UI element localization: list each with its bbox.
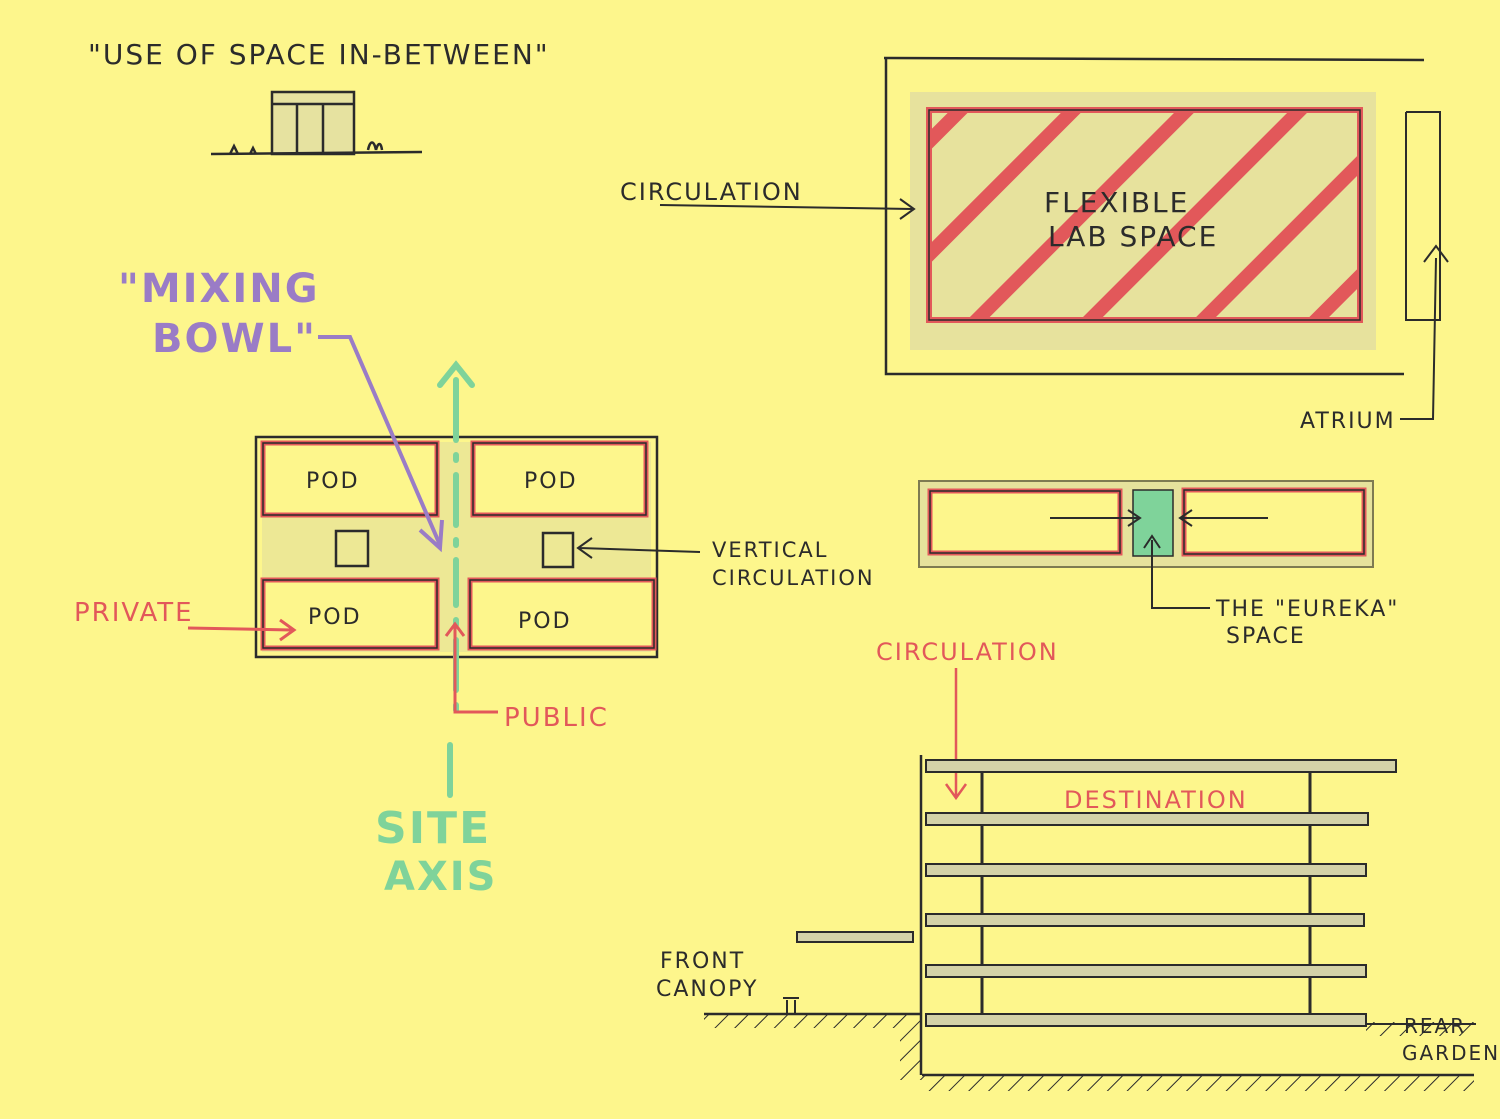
building-section: CIRCULATION DESTINATION FRONT CANOPY REA… <box>656 638 1500 1091</box>
site-axis-label: SITE <box>375 803 491 854</box>
mixing-bowl-label: "MIXING <box>118 266 320 312</box>
front-canopy <box>796 931 914 943</box>
eureka-plan: THE "EUREKA" SPACE <box>918 480 1399 649</box>
eureka-leader <box>1143 534 1210 609</box>
pod-bottom-right <box>467 577 657 651</box>
core-right <box>541 531 575 569</box>
front-canopy-label: FRONT <box>660 949 745 974</box>
section-circulation-label: CIRCULATION <box>876 638 1059 666</box>
floor-slab <box>925 1013 1367 1027</box>
front-canopy-label: CANOPY <box>656 977 758 1002</box>
floor-slab <box>925 964 1367 978</box>
flexible-lab-space <box>929 110 1360 320</box>
eureka-label: THE "EUREKA" <box>1215 597 1399 622</box>
floor-slab <box>925 863 1367 877</box>
public-label: PUBLIC <box>504 703 609 733</box>
private-label: PRIVATE <box>74 598 194 628</box>
mixing-bowl-arrow <box>318 335 442 546</box>
floor-slab <box>925 759 1397 773</box>
pod-label: POD <box>306 469 360 494</box>
vertical-circulation-leader <box>576 537 701 559</box>
eureka-label: SPACE <box>1226 624 1306 649</box>
mixing-bowl-label: BOWL" <box>152 316 317 362</box>
basement-hatch <box>922 1075 1474 1091</box>
lab-circulation-label: CIRCULATION <box>620 178 803 206</box>
pod-label: POD <box>524 469 578 494</box>
lab-plan: FLEXIBLE LAB SPACE CIRCULATION ATRIUM <box>620 56 1449 434</box>
basement-hatch <box>900 1028 922 1080</box>
floor-slab <box>925 812 1369 826</box>
page-title: "USE OF SPACE IN-BETWEEN" <box>88 38 550 71</box>
floor-slab <box>925 913 1365 927</box>
title-elevation-icon <box>210 90 423 156</box>
private-arrow <box>187 618 297 642</box>
vertical-circulation-label: VERTICAL <box>712 538 828 562</box>
site-axis-label: AXIS <box>384 854 498 900</box>
eureka-bar-left <box>927 488 1123 556</box>
rear-garden-label: REAR <box>1404 1014 1466 1038</box>
atrium-leader <box>1400 244 1449 420</box>
pod-label: POD <box>308 605 362 630</box>
core-left <box>334 529 370 568</box>
public-leader <box>444 621 498 714</box>
flexible-lab-label: FLEXIBLE <box>1044 186 1189 219</box>
people-figures <box>783 997 799 1014</box>
pod-label: POD <box>518 609 572 634</box>
eureka-bar-right <box>1181 487 1367 557</box>
rear-garden-label: GARDEN <box>1402 1041 1500 1065</box>
flexible-lab-label: LAB SPACE <box>1048 220 1218 253</box>
pod-plan: POD POD POD POD "MIXING BOWL" VERTICAL C… <box>74 266 875 900</box>
vertical-circulation-label: CIRCULATION <box>712 566 875 590</box>
atrium-label: ATRIUM <box>1300 409 1396 434</box>
atrium-bracket <box>1405 111 1441 321</box>
destination-label: DESTINATION <box>1064 786 1248 814</box>
section-circulation-arrow <box>944 668 968 801</box>
ground-hatch <box>704 1014 922 1028</box>
lab-circulation-arrow <box>659 198 916 220</box>
